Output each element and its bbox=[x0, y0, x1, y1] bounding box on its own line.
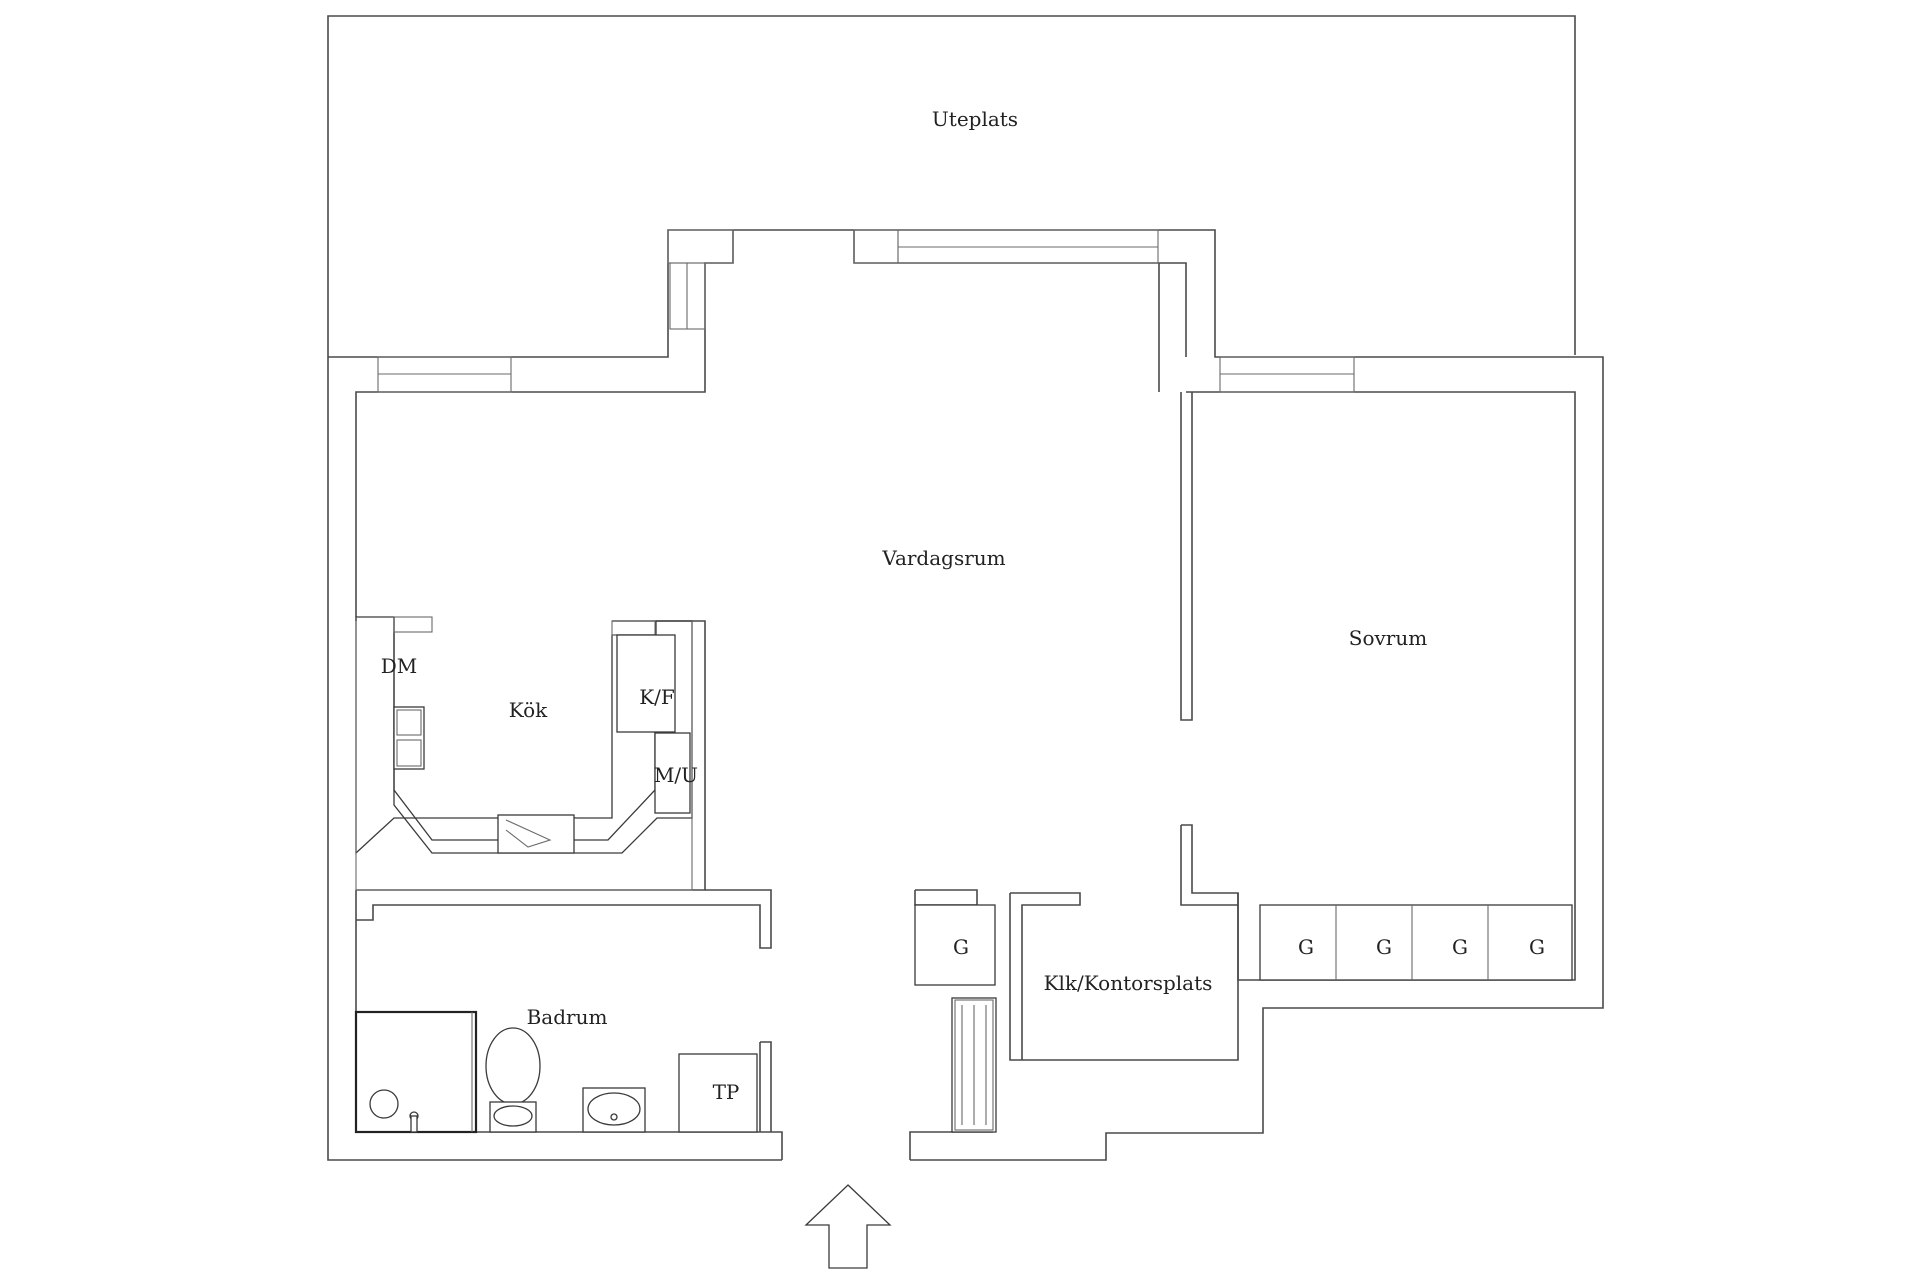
fixture-label-wardrobe-bedroom: G bbox=[1529, 935, 1545, 959]
fixture-label-wardrobe-bedroom: G bbox=[1376, 935, 1392, 959]
room-label-kok: Kök bbox=[509, 698, 548, 722]
fixture-label-mu: M/U bbox=[654, 763, 698, 787]
windows bbox=[377, 229, 1355, 393]
room-label-vardagsrum: Vardagsrum bbox=[881, 546, 1005, 570]
kitchen-counter bbox=[355, 616, 693, 891]
fixture-label-wardrobe-bedroom: G bbox=[1452, 935, 1468, 959]
room-label-klk: Klk/Kontorsplats bbox=[1044, 971, 1213, 995]
bedroom-wardrobes bbox=[1259, 904, 1573, 981]
bathroom-fixtures bbox=[354, 1010, 758, 1134]
room-label-uteplats: Uteplats bbox=[932, 107, 1018, 131]
terrace-outline bbox=[327, 15, 1576, 357]
arrow-up-icon bbox=[804, 1184, 892, 1269]
fixture-label-wardrobe-bedroom: G bbox=[1298, 935, 1314, 959]
fixture-label-wardrobe-hall: G bbox=[953, 935, 969, 959]
room-label-sovrum: Sovrum bbox=[1349, 626, 1427, 650]
fixture-label-dm: DM bbox=[381, 654, 418, 678]
partitions bbox=[356, 392, 1250, 1132]
fixture-label-tp: TP bbox=[713, 1080, 740, 1104]
room-label-badrum: Badrum bbox=[527, 1005, 608, 1029]
hall-fixtures bbox=[914, 904, 997, 1133]
fixture-label-kf: K/F bbox=[639, 685, 675, 709]
